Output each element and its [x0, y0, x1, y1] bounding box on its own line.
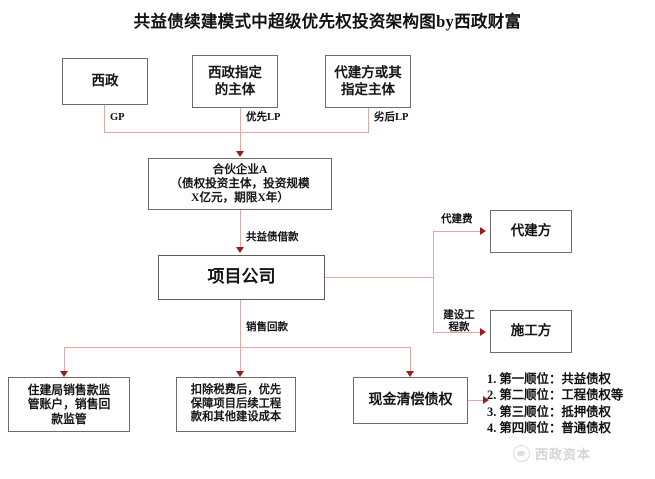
watermark: 西政资本 [513, 444, 591, 463]
node-housing-bureau-account-label: 住建局销售款监 管账户，销售回 款监管 [27, 382, 111, 426]
arrowhead-to-project-company [236, 247, 244, 253]
edge-label-sales-collection: 销售回款 [246, 322, 288, 333]
arrowhead-to-partnership [236, 151, 244, 157]
connector-project-to-right-stem [325, 277, 434, 279]
edge-label-public-interest-loan: 共益债借款 [246, 232, 299, 243]
priority-list-item-2: 2. 第二顺位：工程债权等 [487, 388, 624, 403]
node-xizheng[interactable]: 西政 [62, 58, 148, 105]
node-contractor-label: 施工方 [510, 323, 552, 339]
arrowhead-to-contractor [480, 328, 486, 336]
node-agent-builder-label: 代建方 [510, 223, 552, 239]
connector-to-contractor [433, 332, 481, 334]
arrowhead-to-housing-bureau [60, 371, 68, 377]
node-cash-settlement[interactable]: 现金清偿债权 [353, 377, 468, 424]
node-xizheng-designated[interactable]: 西政指定 的主体 [192, 55, 278, 108]
node-partnership-label: 合伙企业A （债权投资主体，投资规模 X亿元，期限X年） [170, 162, 310, 205]
node-agent-builder[interactable]: 代建方 [490, 210, 572, 253]
node-xizheng-designated-label: 西政指定 的主体 [208, 65, 262, 97]
connector-bottom-bus [64, 347, 411, 349]
connector-cash-to-priority-list [468, 400, 484, 402]
connector-bus-to-after-tax [240, 347, 242, 373]
priority-list: 1. 第一顺位：共益债权 2. 第二顺位：工程债权等 3. 第三顺位：抵押债权 … [487, 371, 655, 437]
edge-label-subordinate-lp: 劣后LP [374, 112, 409, 123]
priority-list-item-4: 4. 第四顺位：普通债权 [487, 421, 611, 436]
connector-project-down-stem [240, 300, 242, 348]
node-project-company-label: 项目公司 [207, 267, 276, 287]
cloud-badge-icon [513, 445, 530, 462]
edge-label-priority-lp: 优先LP [246, 112, 281, 123]
connector-bus-to-partnership [240, 132, 242, 152]
node-after-tax-priority-label: 扣除税费后，优先 保障项目后续工程 款和其他建设成本 [190, 383, 282, 424]
connector-partner-bus [104, 132, 369, 134]
connector-priority-lp-leg [240, 108, 242, 133]
connector-partnership-to-project [240, 210, 242, 248]
priority-list-item-1: 1. 第一顺位：共益债权 [487, 372, 611, 386]
page-title: 共益债续建模式中超级优先权投资架构图by西政财富 [133, 12, 522, 31]
node-project-company[interactable]: 项目公司 [158, 255, 325, 300]
node-builder-or-designated-label: 代建方或其 指定主体 [334, 65, 402, 97]
node-after-tax-priority[interactable]: 扣除税费后，优先 保障项目后续工程 款和其他建设成本 [176, 377, 296, 432]
edge-label-construction-payment: 建设工 程款 [443, 310, 475, 334]
node-housing-bureau-account[interactable]: 住建局销售款监 管账户，销售回 款监管 [8, 377, 130, 432]
watermark-label: 西政资本 [535, 447, 592, 462]
arrowhead-to-cash-settlement [406, 371, 414, 377]
connector-right-stem [433, 231, 435, 333]
connector-bus-to-housing-bureau [64, 347, 66, 373]
connector-bus-to-cash-settlement [410, 347, 412, 373]
node-contractor[interactable]: 施工方 [490, 310, 572, 353]
arrowhead-to-agent-builder [480, 227, 486, 235]
node-xizheng-label: 西政 [91, 73, 119, 89]
node-cash-settlement-label: 现金清偿债权 [368, 392, 453, 408]
connector-gp-leg [104, 105, 106, 133]
connector-subordinate-lp-leg [368, 108, 370, 133]
arrowhead-to-priority-list [483, 396, 489, 404]
node-builder-or-designated[interactable]: 代建方或其 指定主体 [325, 55, 411, 108]
arrowhead-to-after-tax [236, 371, 244, 377]
edge-label-agency-fee: 代建费 [441, 214, 473, 225]
connector-to-agent-builder [433, 231, 481, 233]
priority-list-item-3: 3. 第三顺位：抵押债权 [487, 404, 611, 419]
edge-label-gp: GP [110, 112, 125, 123]
node-partnership[interactable]: 合伙企业A （债权投资主体，投资规模 X亿元，期限X年） [148, 158, 332, 210]
